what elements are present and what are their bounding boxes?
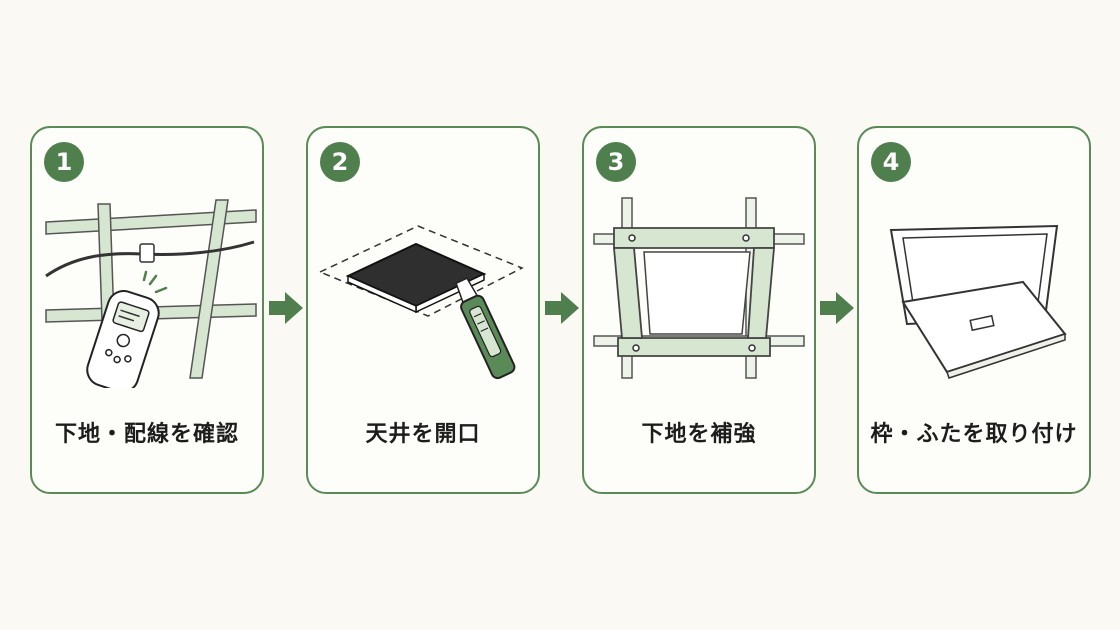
step-number-badge: 4 [871, 142, 911, 182]
utility-knife-icon [318, 225, 524, 380]
step-number-badge: 3 [596, 142, 636, 182]
step-card-1: 1 下地・配線を確認 [30, 126, 264, 494]
step-number-badge: 2 [320, 142, 360, 182]
step-card-3: 3 下地を補強 [582, 126, 816, 494]
stud-finder-icon [45, 199, 257, 388]
step-card-2: 2 天井を開口 [306, 126, 540, 494]
arrow-right-icon [269, 292, 303, 324]
step-label: 下地を補強 [641, 422, 757, 447]
arrow-right-icon [820, 292, 854, 324]
step-label: 下地・配線を確認 [54, 422, 239, 447]
reinforcement-frame-icon [593, 197, 805, 379]
step-number-badge: 1 [44, 142, 84, 182]
step-card-4: 4 枠・ふたを取り付け [857, 126, 1091, 494]
access-hatch-icon [889, 224, 1067, 379]
step-label: 枠・ふたを取り付け [870, 422, 1078, 447]
step-label: 天井を開口 [365, 422, 481, 447]
arrow-right-icon [545, 292, 579, 324]
